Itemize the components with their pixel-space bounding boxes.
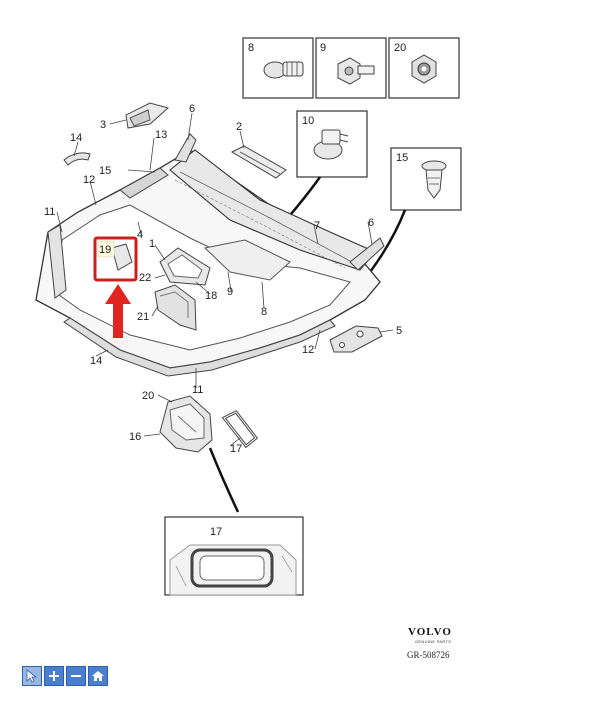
inset-part-17-detail: 17	[164, 516, 304, 596]
callout-16: 16	[129, 431, 141, 443]
part-2-bracket	[230, 145, 287, 179]
callout-14b: 14	[90, 355, 102, 367]
inset-label-17: 17	[210, 526, 222, 538]
inset-part-15: 15	[390, 147, 462, 211]
select-tool-button[interactable]	[22, 666, 42, 686]
part-16-bracket	[159, 395, 213, 453]
volvo-logo-text: VOLVO	[408, 626, 452, 638]
callout-15: 15	[99, 165, 111, 177]
inset-label-9: 9	[320, 42, 326, 54]
cursor-icon	[26, 669, 38, 683]
inset-part-9: 9	[315, 37, 387, 99]
callout-20: 20	[142, 390, 154, 402]
part-17-gasket	[221, 410, 259, 449]
highlight-box	[93, 236, 138, 282]
zoom-out-icon	[71, 675, 81, 677]
diagram-reference: GR-508726	[407, 650, 450, 660]
part-3-clip	[125, 102, 170, 129]
callout-18: 18	[205, 290, 217, 302]
part-5-bracket	[329, 325, 383, 353]
callout-7: 7	[314, 220, 320, 232]
zoom-out-button[interactable]	[66, 666, 86, 686]
inset-label-20: 20	[394, 42, 406, 54]
callout-11b: 11	[192, 384, 203, 396]
callout-1: 1	[149, 238, 155, 250]
inset-part-10: 10	[296, 110, 368, 178]
callout-11a: 11	[44, 206, 55, 218]
zoom-in-button[interactable]	[44, 666, 64, 686]
callout-4: 4	[137, 229, 143, 241]
callout-14a: 14	[70, 132, 82, 144]
callout-17: 17	[230, 443, 242, 455]
callout-leaders	[56, 112, 394, 447]
callout-5: 5	[396, 325, 402, 337]
highlight-label-bg	[97, 240, 115, 258]
callout-21: 21	[137, 311, 149, 323]
callout-12b: 12	[302, 344, 314, 356]
callout-numbers: 3 6 14 13 2 15 12 11 7 6 4 1 19 22 18 9 …	[44, 103, 402, 455]
zoom-in-icon	[49, 671, 59, 681]
callout-6b: 6	[368, 217, 374, 229]
callout-22: 22	[139, 272, 151, 284]
inset-part-20: 20	[388, 37, 460, 99]
home-button[interactable]	[88, 666, 108, 686]
callout-8: 8	[261, 306, 267, 318]
callout-13: 13	[155, 129, 167, 141]
part-14-strip	[63, 152, 91, 166]
inset-part-8: 8	[242, 37, 314, 99]
inset-label-15: 15	[396, 152, 408, 164]
red-arrow	[105, 284, 131, 338]
callout-2: 2	[236, 121, 242, 133]
callout-3: 3	[100, 119, 106, 131]
callout-6a: 6	[189, 103, 195, 115]
inset-label-8: 8	[248, 42, 254, 54]
inset-label-10: 10	[302, 115, 314, 127]
home-icon	[92, 671, 104, 681]
callout-19: 19	[99, 244, 111, 256]
callout-9: 9	[227, 286, 233, 298]
callout-12a: 12	[83, 174, 95, 186]
hood-insulation-assembly	[35, 133, 385, 377]
leader-line-17	[208, 447, 240, 513]
viewer-toolbar	[22, 666, 108, 686]
volvo-logo-subtext: GENUINE PARTS	[415, 639, 452, 644]
